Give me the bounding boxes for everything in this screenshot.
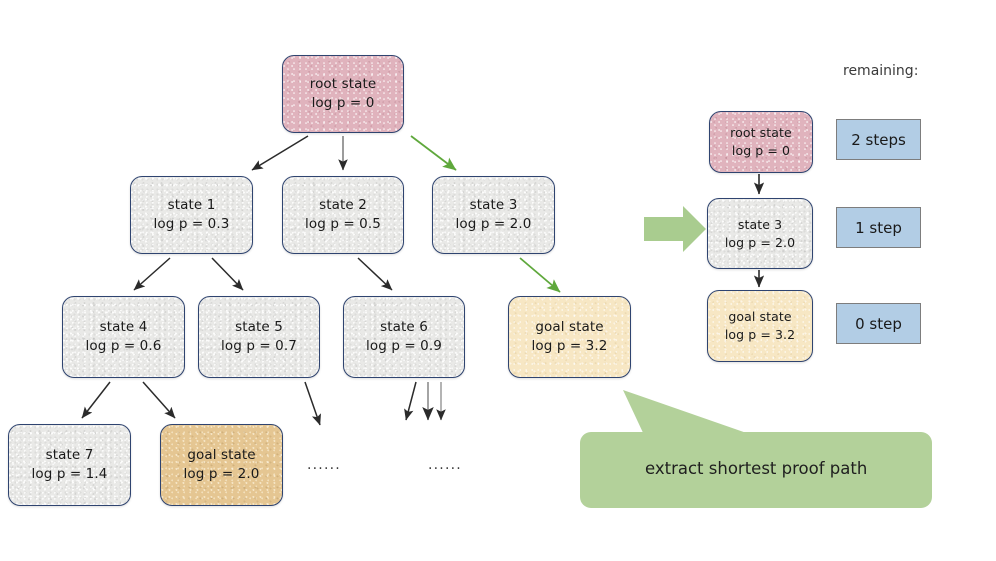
edge-state1-state5: [211, 257, 244, 291]
node-line-2: log p = 3.2: [531, 338, 608, 354]
tree-node-state6[interactable]: state 6 log p = 0.9: [343, 296, 465, 378]
edge-state3-goal: [519, 257, 561, 293]
tree-node-state7[interactable]: state 7 log p = 1.4: [8, 424, 131, 506]
tree-node-state2[interactable]: state 2 log p = 0.5: [282, 176, 404, 254]
node-line-1: goal state: [728, 309, 792, 325]
node-line-2: log p = 1.4: [31, 466, 108, 482]
node-line-1: root state: [309, 75, 377, 92]
remaining-label: remaining:: [843, 63, 919, 79]
node-line-2: log p = 2.0: [724, 234, 796, 250]
ellipsis-marker-2: ......: [428, 457, 462, 473]
edge-root-state3: [410, 135, 457, 171]
node-line-2: log p = 2.0: [183, 466, 260, 482]
node-line-2: log p = 0.5: [305, 216, 381, 232]
ellipsis-marker-1: ......: [307, 457, 341, 473]
node-line-1: state 4: [99, 318, 148, 335]
node-line-2: log p = 2.0: [455, 216, 532, 232]
node-line-1: state 2: [319, 196, 367, 213]
node-line-1: state 3: [469, 196, 518, 213]
node-line-1: root state: [730, 125, 792, 141]
node-line-2: log p = 0.6: [85, 338, 162, 354]
tree-node-state1[interactable]: state 1 log p = 0.3: [130, 176, 253, 254]
node-line-1: goal state: [187, 446, 256, 463]
tree-node-state4[interactable]: state 4 log p = 0.6: [62, 296, 185, 378]
edge-state6-child-1: [404, 381, 417, 421]
tree-node-state5[interactable]: state 5 log p = 0.7: [198, 296, 320, 378]
path-node-state3[interactable]: state 3 log p = 2.0: [707, 198, 813, 269]
node-line-1: state 1: [167, 196, 216, 213]
remaining-badge-2-steps[interactable]: 2 steps: [836, 119, 921, 160]
callout-banner: [580, 390, 932, 508]
node-line-2: log p = 0.3: [153, 216, 230, 232]
path-node-goal[interactable]: goal state log p = 3.2: [707, 290, 813, 362]
node-line-2: log p = 0.7: [221, 338, 297, 354]
node-line-2: log p = 0.9: [366, 338, 442, 354]
edge-state4-state7: [81, 381, 111, 419]
remaining-badge-0-step[interactable]: 0 step: [836, 303, 921, 344]
edge-root-state1: [251, 135, 309, 171]
node-line-1: goal state: [535, 318, 604, 335]
remaining-badge-1-step[interactable]: 1 step: [836, 207, 921, 248]
tree-node-root[interactable]: root state log p = 0: [282, 55, 404, 133]
node-line-2: log p = 3.2: [724, 327, 796, 342]
node-line-1: state 6: [380, 318, 428, 335]
edge-state1-state4: [133, 257, 171, 291]
node-line-1: state 5: [235, 318, 283, 335]
callout-label: extract shortest proof path: [645, 459, 868, 478]
tree-node-goal-state-2-0[interactable]: goal state log p = 2.0: [160, 424, 283, 506]
path-node-root[interactable]: root state log p = 0: [709, 111, 813, 173]
tree-node-state3[interactable]: state 3 log p = 2.0: [432, 176, 555, 254]
tree-node-goal-state-3-2[interactable]: goal state log p = 3.2: [508, 296, 631, 378]
node-line-2: log p = 0: [311, 95, 375, 111]
edge-state5-ellipsis: [304, 381, 321, 426]
node-line-1: state 3: [737, 216, 783, 232]
edge-state4-goalB: [142, 381, 176, 419]
edge-state2-state6: [357, 257, 393, 291]
node-line-1: state 7: [45, 446, 94, 463]
node-line-2: log p = 0: [731, 143, 791, 158]
extract-block-arrow-icon: [644, 206, 706, 252]
